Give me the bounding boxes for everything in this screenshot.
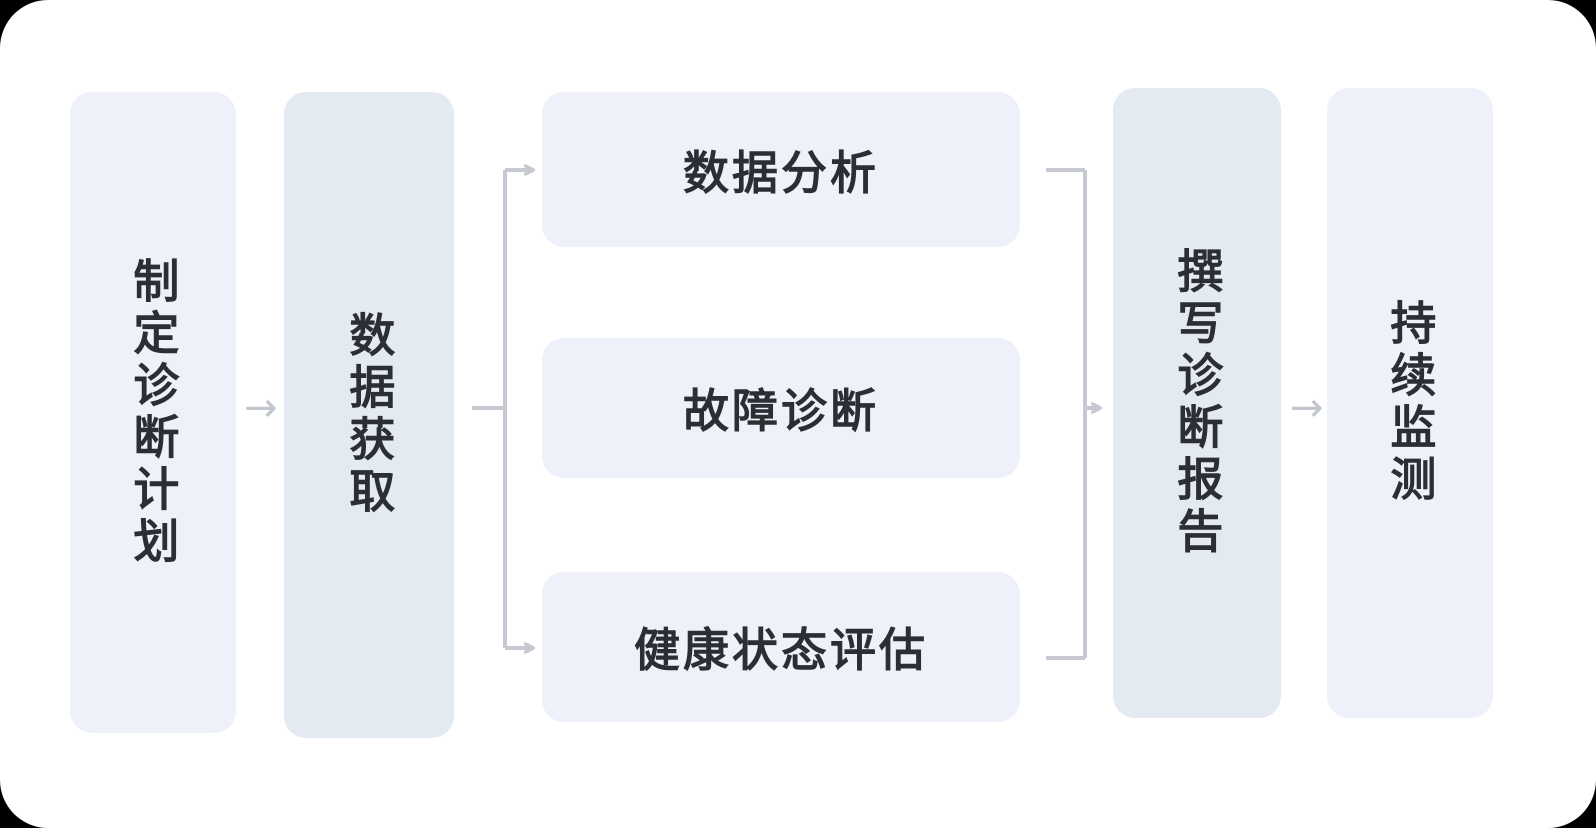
- stage-node-3c[interactable]: 健康状态评估: [542, 572, 1020, 722]
- stage-node-1[interactable]: 制定诊断计划: [70, 92, 236, 733]
- stage-node-3b[interactable]: 故障诊断: [542, 338, 1020, 478]
- stage-node-4[interactable]: 撰写诊断报告: [1113, 88, 1281, 718]
- arrow-icon-stage4-stage5: →: [1290, 385, 1324, 431]
- arrow-icon-stage1-stage2: →: [244, 385, 278, 431]
- stage-node-3a[interactable]: 数据分析: [542, 92, 1020, 247]
- stage-node-2[interactable]: 数据获取: [284, 92, 454, 738]
- stage-node-5[interactable]: 持续监测: [1327, 88, 1493, 718]
